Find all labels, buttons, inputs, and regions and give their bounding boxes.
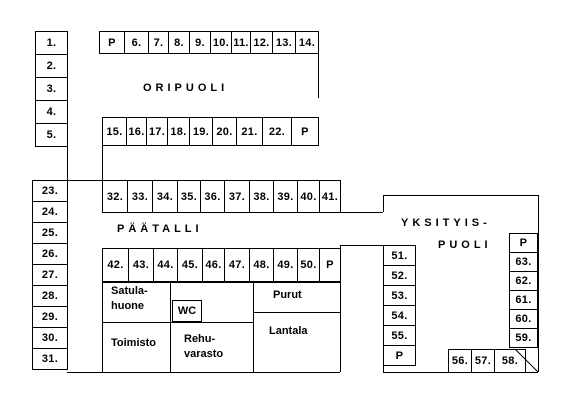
room-satulahuone-line1: Satula- (111, 285, 148, 297)
wall-line (340, 312, 341, 372)
wall-line (67, 180, 102, 181)
left-column-stall-1: 1. (35, 31, 68, 55)
wall-line (102, 282, 103, 372)
wall-line (340, 212, 383, 213)
paatalli-top-stall-38: 38. (249, 180, 274, 213)
yksityis-bottom-stall-57: 57. (471, 349, 495, 373)
area-label-paatalli: PÄÄTALLI (117, 223, 203, 235)
paatalli-top-stall-41: 41. (319, 180, 341, 213)
wall-line (102, 145, 103, 180)
oripuoli-bottom-parking-p: P (291, 117, 319, 146)
paatalli-top-stall-40: 40. (297, 180, 320, 213)
oripuoli-bottom-stall-18: 18. (167, 117, 190, 146)
paatalli-middle-stall-42: 42. (102, 248, 129, 282)
oripuoli-top-stall-11: 11. (231, 31, 251, 54)
yksityis-right-stall-63: 63. (509, 252, 538, 272)
paatalli-left-stall-26: 26. (32, 243, 68, 265)
left-column-stall-2: 2. (35, 54, 68, 78)
yksityis-bottom-stall-58: 58. (494, 349, 526, 373)
yksityis-right-stall-59: 59. (509, 328, 538, 348)
oripuoli-top-stall-10: 10. (210, 31, 232, 54)
room-satulahuone-line2: huone (111, 300, 144, 312)
left-column-stall-4: 4. (35, 100, 68, 124)
room-rehuvarasto-line2: varasto (184, 348, 224, 360)
room-wc: WC (172, 300, 202, 322)
wall-line (67, 372, 340, 373)
paatalli-left-stall-31: 31. (32, 348, 68, 370)
wall-line (102, 322, 170, 323)
wall-line (102, 282, 340, 283)
left-column-stall-3: 3. (35, 77, 68, 101)
yksityis-left-stall-51: 51. (383, 245, 416, 266)
paatalli-top-stall-33: 33. (127, 180, 153, 213)
paatalli-left-stall-28: 28. (32, 285, 68, 307)
yksityis-left-stall-54: 54. (383, 305, 416, 326)
paatalli-middle-parking-p: P (319, 248, 341, 282)
paatalli-left-stall-30: 30. (32, 327, 68, 349)
wall-line (383, 195, 384, 212)
oripuoli-bottom-stall-21: 21. (236, 117, 263, 146)
wall-line (170, 282, 171, 372)
wall-line (538, 195, 539, 372)
wall-line (340, 245, 383, 246)
room-satulahuone: Satula- huone (111, 284, 148, 314)
room-purut: Purut (273, 289, 302, 301)
wall-line (67, 143, 68, 180)
room-rehuvarasto-line1: Rehu- (184, 333, 216, 345)
paatalli-top-stall-36: 36. (200, 180, 225, 213)
wall-line (253, 282, 254, 372)
area-label-yksityis: YKSITYIS- (401, 217, 491, 229)
oripuoli-top-stall-14: 14. (295, 31, 319, 54)
yksityis-right-stall-60: 60. (509, 309, 538, 329)
area-label-puoli: PUOLI (438, 239, 492, 251)
room-lantala: Lantala (269, 325, 308, 337)
room-toimisto: Toimisto (111, 337, 157, 349)
oripuoli-top-stall-12: 12. (250, 31, 273, 54)
room-rehuvarasto: Rehu- varasto (184, 332, 223, 362)
paatalli-top-stall-39: 39. (273, 180, 298, 213)
paatalli-top-stall-34: 34. (152, 180, 178, 213)
area-label-oripuoli: ORIPUOLI (143, 82, 229, 94)
paatalli-left-stall-29: 29. (32, 306, 68, 328)
left-column-stall-5: 5. (35, 123, 68, 147)
yksityis-right-parking-p: P (509, 233, 538, 253)
paatalli-middle-stall-50: 50. (297, 248, 320, 282)
yksityis-left-parking-p: P (383, 345, 416, 366)
paatalli-middle-stall-46: 46. (202, 248, 225, 282)
paatalli-left-stall-23: 23. (32, 180, 68, 202)
wall-line (383, 195, 538, 196)
wall-line (253, 312, 340, 313)
yksityis-left-stall-53: 53. (383, 285, 416, 306)
oripuoli-bottom-stall-19: 19. (189, 117, 213, 146)
wall-line (340, 282, 341, 312)
wall-line (102, 322, 253, 323)
paatalli-middle-stall-49: 49. (273, 248, 298, 282)
wall-line (318, 53, 319, 98)
